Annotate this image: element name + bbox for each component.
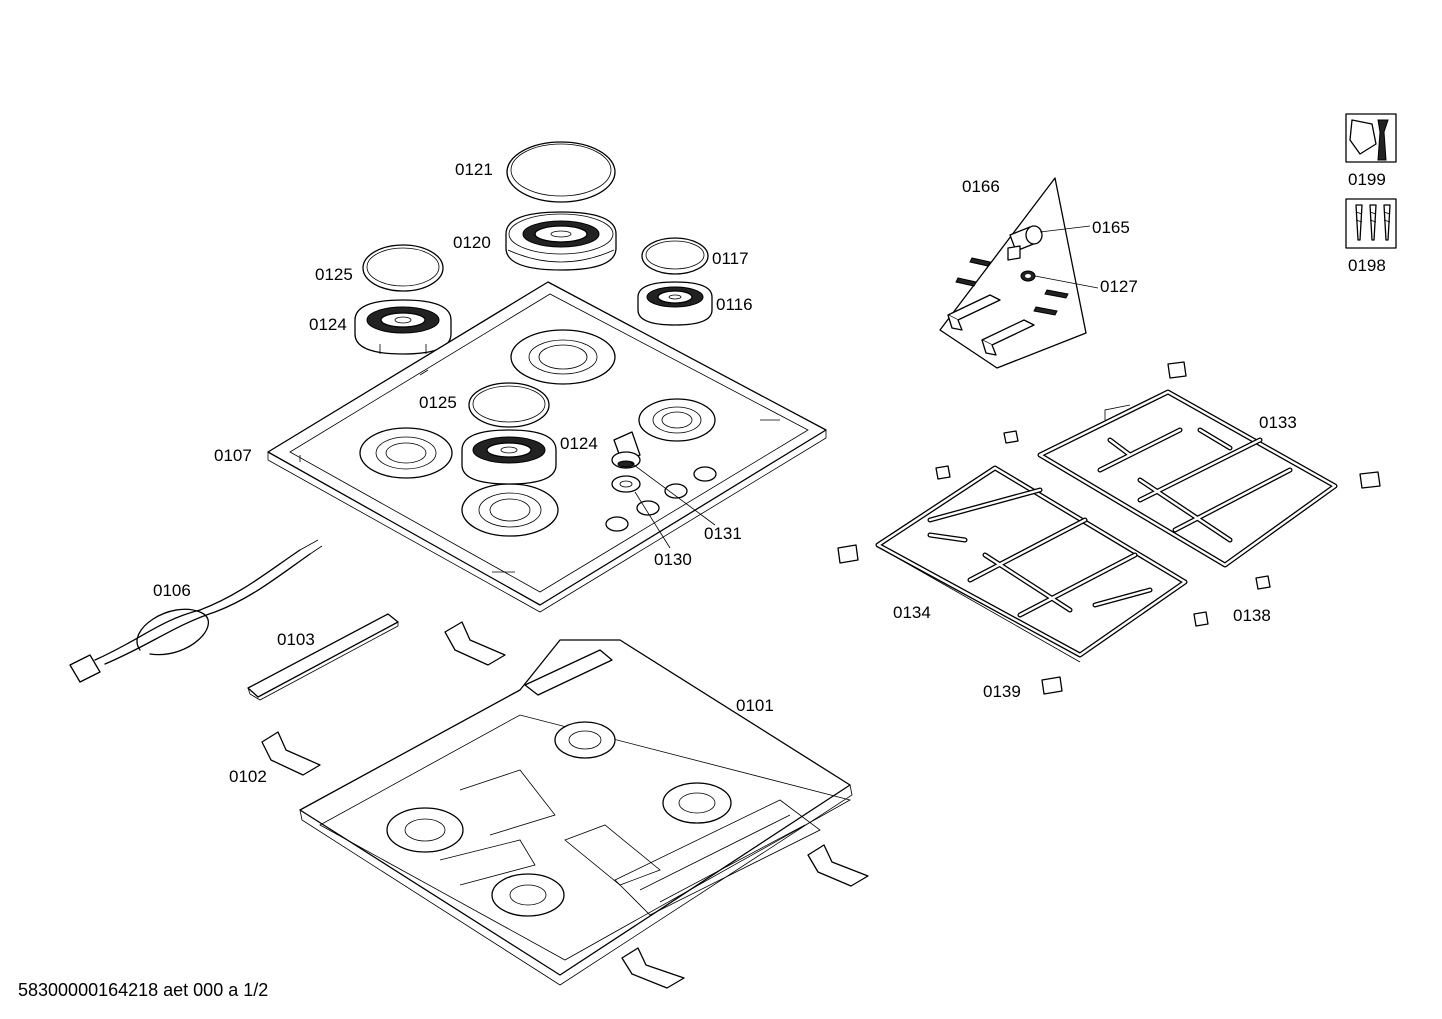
label-0134: 0134	[893, 603, 931, 622]
footer-document-code: 58300000164218 aet 000 a 1/2	[18, 980, 269, 1000]
part-0125-burner-cap-medium[interactable]	[362, 244, 444, 292]
label-0139: 0139	[983, 682, 1021, 701]
label-0117: 0117	[712, 249, 749, 268]
part-0116-burner-head-small[interactable]	[637, 281, 713, 326]
label-0116: 0116	[716, 295, 753, 314]
part-0120-burner-head-large[interactable]	[505, 211, 617, 271]
part-0106-cable[interactable]	[69, 539, 323, 683]
leader-0165	[1039, 225, 1091, 233]
part-0134-pan-support[interactable]	[875, 465, 1188, 663]
leader-0127	[1034, 275, 1099, 289]
label-0130: 0130	[654, 550, 692, 569]
label-0124-hob: 0124	[560, 434, 598, 453]
label-0127: 0127	[1100, 277, 1138, 296]
part-0199-tool-icon[interactable]	[1345, 113, 1397, 163]
part-0130-knob-ring[interactable]	[611, 475, 641, 493]
part-0101-base-tray[interactable]	[299, 639, 853, 986]
label-0103: 0103	[277, 630, 315, 649]
label-0107: 0107	[214, 446, 252, 465]
part-0124-burner-head-medium-2[interactable]	[461, 429, 557, 485]
label-0106: 0106	[153, 581, 191, 600]
part-0198-screws-icon[interactable]	[1345, 198, 1397, 249]
label-0199: 0199	[1348, 170, 1386, 189]
label-0125-top: 0125	[315, 265, 353, 284]
label-0198: 0198	[1348, 256, 1386, 275]
part-0117-burner-cap-small[interactable]	[641, 237, 709, 275]
part-0133-pan-support[interactable]	[1037, 389, 1338, 568]
part-0102-fixing-clamp[interactable]	[261, 621, 869, 989]
label-0121: 0121	[455, 160, 493, 179]
part-0138-rubber-foot[interactable]	[935, 361, 1381, 627]
leader-0131	[629, 461, 716, 526]
label-0166: 0166	[962, 177, 1000, 196]
leader-0130	[634, 491, 671, 549]
part-0166-injector-kit[interactable]	[939, 177, 1087, 369]
label-0165: 0165	[1092, 218, 1130, 237]
label-0125-hob: 0125	[419, 393, 457, 412]
label-0131: 0131	[704, 524, 742, 543]
part-0124-burner-head-medium[interactable]	[354, 299, 452, 355]
part-0139-rubber-foot[interactable]	[837, 544, 1063, 695]
part-0125-burner-cap-medium-2[interactable]	[468, 382, 550, 428]
label-0120: 0120	[453, 233, 491, 252]
label-0138: 0138	[1233, 606, 1271, 625]
label-0102: 0102	[229, 767, 267, 786]
label-0101: 0101	[736, 696, 774, 715]
label-0124-top: 0124	[309, 315, 347, 334]
part-0121-burner-cap-large[interactable]	[506, 141, 616, 203]
part-0103-seal-strip[interactable]	[247, 613, 399, 701]
label-0133: 0133	[1259, 413, 1297, 432]
